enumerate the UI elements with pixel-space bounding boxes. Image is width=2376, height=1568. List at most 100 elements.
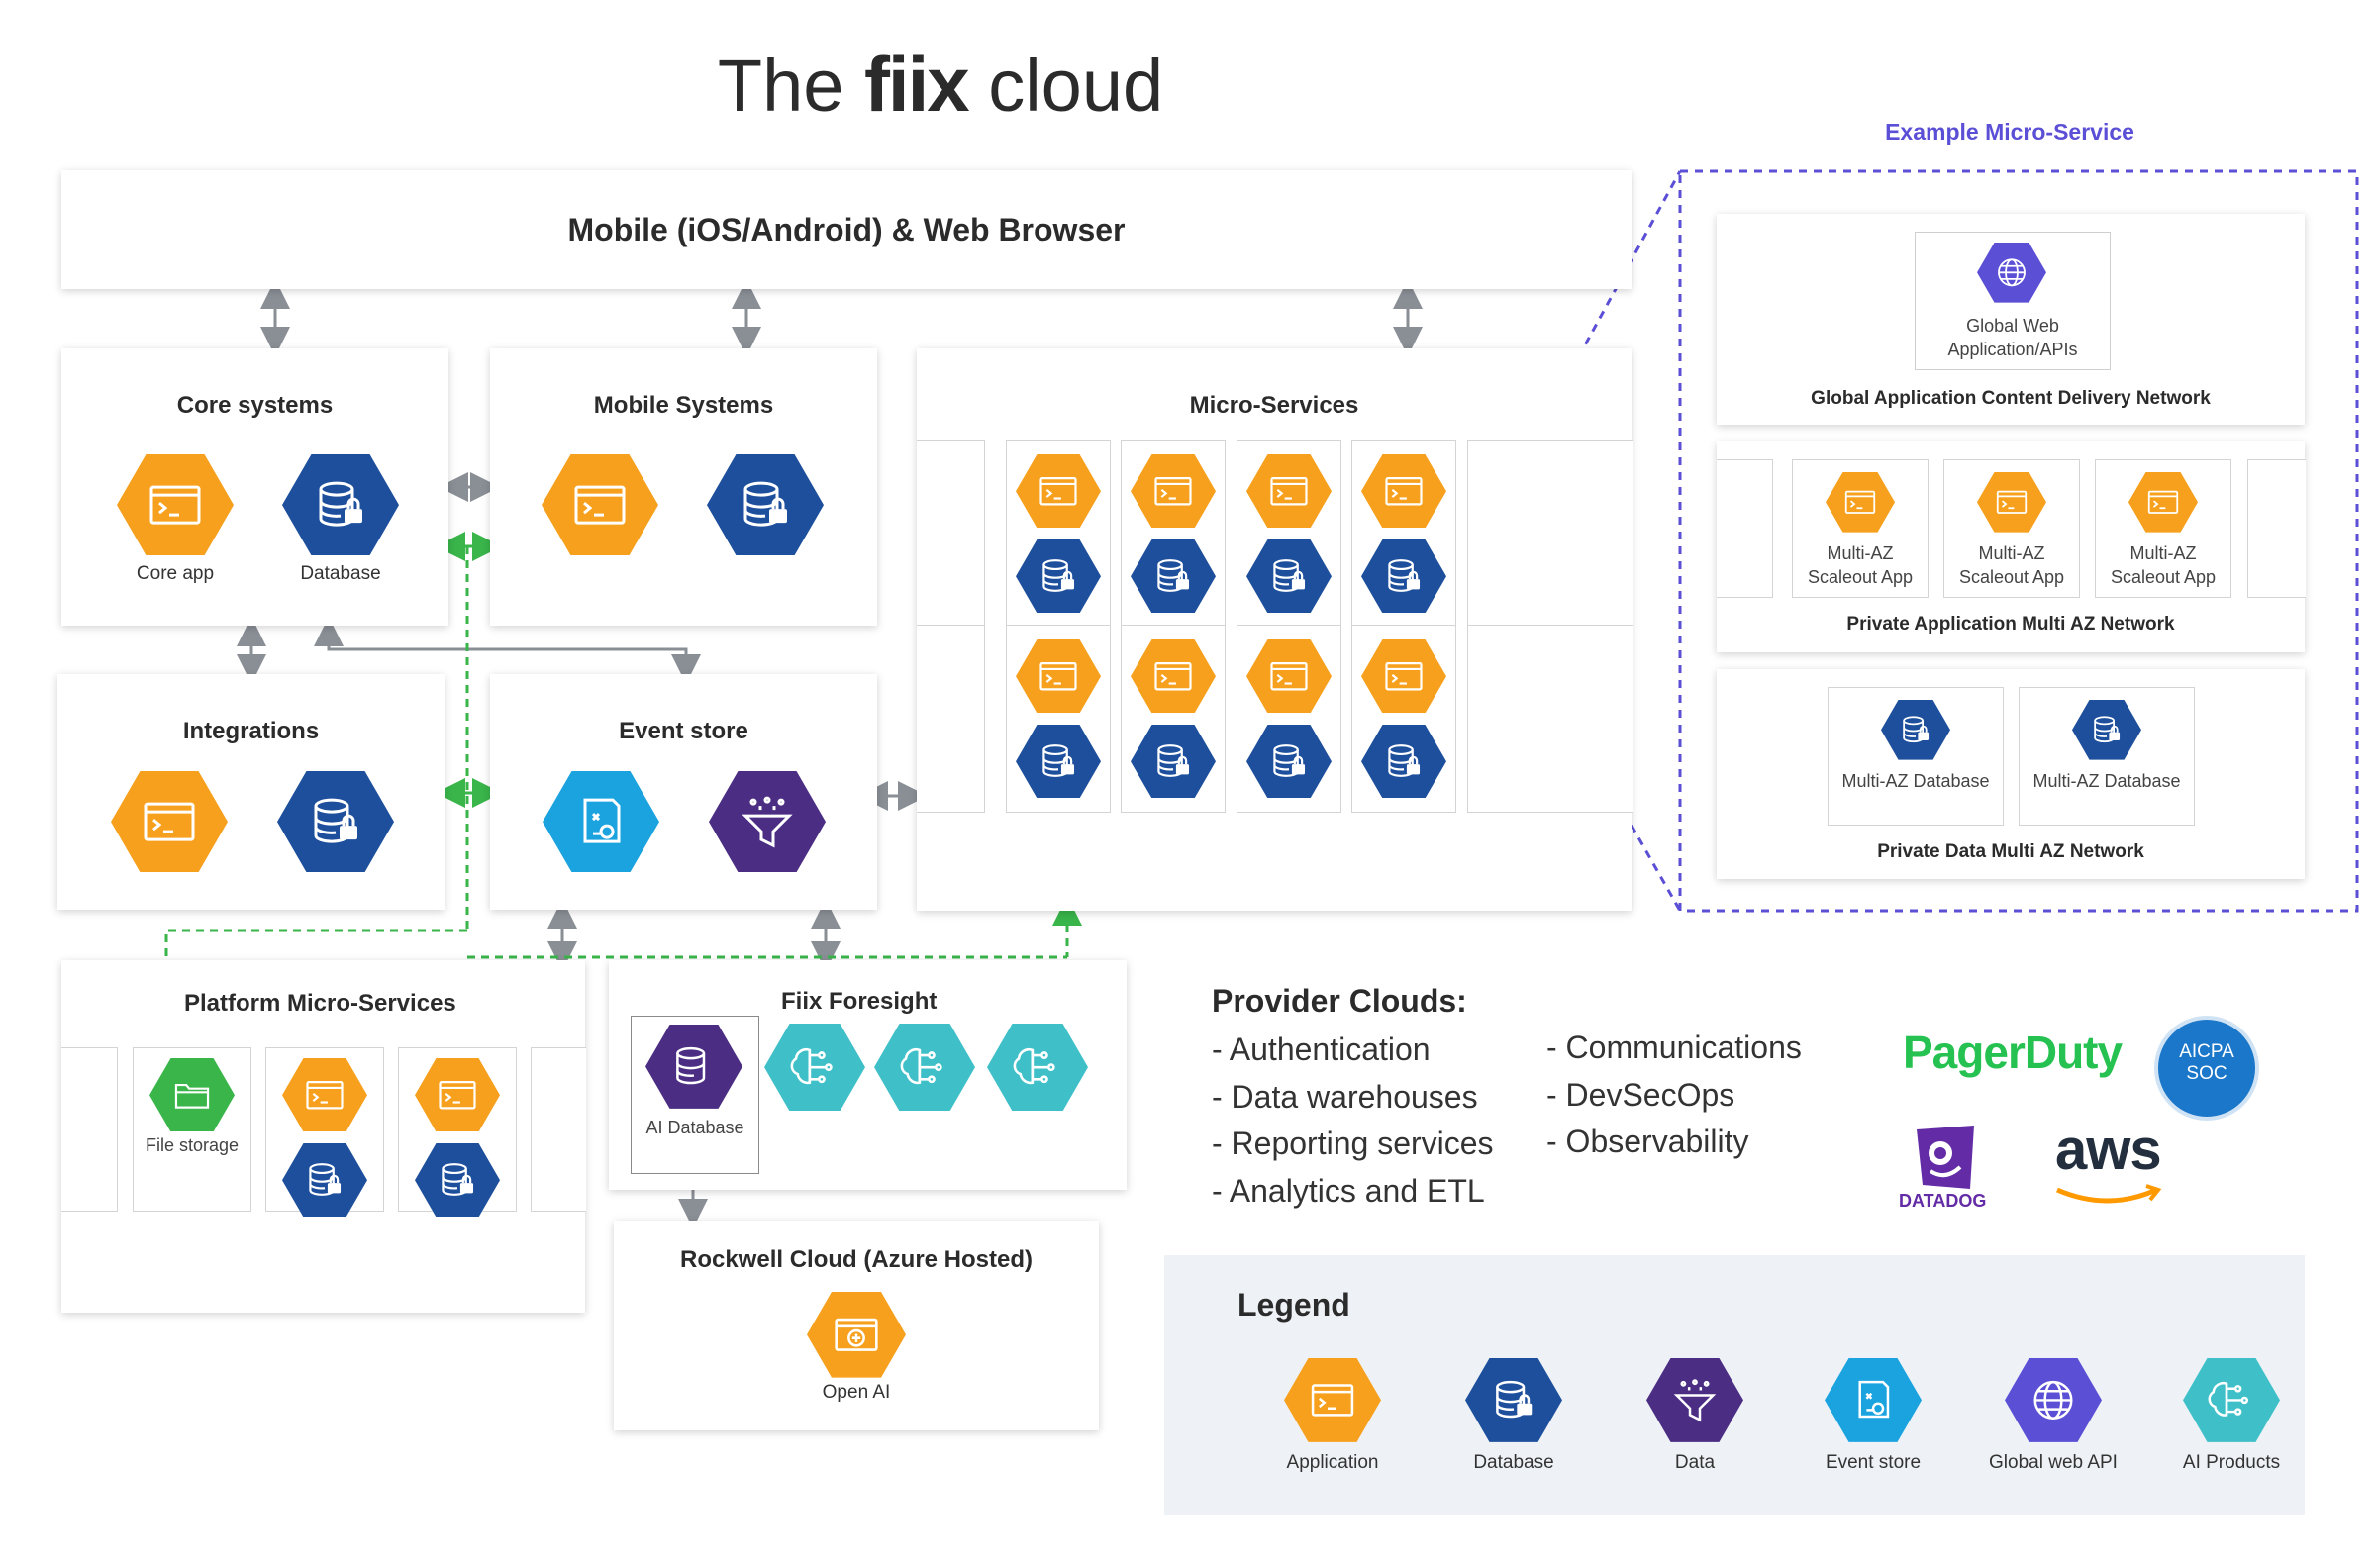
application-icon	[1284, 1358, 1381, 1442]
event-store-box: Event store	[490, 674, 877, 910]
database-icon	[1465, 1358, 1562, 1442]
multi-az-database-icon	[1881, 700, 1950, 760]
datadog-icon	[1917, 1126, 1974, 1189]
event-store-title: Event store	[619, 718, 748, 744]
private-app-title: Private Application Multi AZ Network	[1846, 614, 2175, 635]
micro-service-cell	[1351, 625, 1456, 813]
global-web-cell: Global Web Application/APIs	[1915, 232, 2111, 370]
scaleout-label: Multi-AZ Scaleout App	[1807, 543, 1914, 587]
integrations-app-icon	[111, 771, 228, 873]
scaleout-app-icon	[2128, 472, 2198, 533]
scaleout-cell: Multi-AZ Scaleout App	[1943, 459, 2080, 598]
scaleout-cell: Multi-AZ Scaleout App	[1792, 459, 1929, 598]
cdn-title: Global Application Content Delivery Netw…	[1811, 388, 2211, 409]
page-title: The fiix cloud	[717, 41, 1164, 128]
micro-service-cell	[1467, 625, 1633, 813]
rockwell-title: Rockwell Cloud (Azure Hosted)	[679, 1246, 1034, 1273]
core-database-icon	[282, 454, 399, 556]
integrations-title: Integrations	[182, 718, 320, 744]
aws-smile-icon	[2056, 1184, 2162, 1204]
platform-title: Platform Micro-Services	[184, 990, 456, 1017]
provider-clouds-title: Provider Clouds:	[1212, 983, 1467, 1019]
cdn-box: Global Web Application/APIs Global Appli…	[1717, 214, 2305, 425]
platform-database-icon	[415, 1143, 500, 1218]
micro-service-database-icon	[1131, 725, 1216, 799]
micro-service-database-icon	[1016, 725, 1101, 799]
micro-service-app-icon	[1016, 639, 1101, 714]
file-storage-label: File storage	[145, 1135, 240, 1155]
legend-label: Database	[1473, 1451, 1554, 1473]
aws-logo: aws	[2055, 1118, 2162, 1182]
platform-service-cell	[265, 1047, 384, 1218]
rockwell-cloud-box: Rockwell Cloud (Azure Hosted) Open AI	[614, 1221, 1099, 1430]
event-store-icon	[1825, 1358, 1922, 1442]
app-cell	[2247, 459, 2306, 598]
micro-service-database-icon	[1016, 539, 1101, 614]
ai-database-cell: AI Database	[631, 1016, 759, 1174]
open-ai-icon	[807, 1292, 906, 1378]
aicpa-soc-logo: AICPA SOC	[2154, 1016, 2259, 1121]
multi-az-database-icon	[2072, 700, 2141, 760]
legend-label: Application	[1286, 1451, 1379, 1473]
legend-title: Legend	[1238, 1287, 1350, 1323]
open-ai-label: Open AI	[822, 1382, 891, 1403]
micro-service-cell	[1121, 625, 1226, 813]
legend-item: Data	[1606, 1358, 1784, 1474]
provider-item: - DevSecOps	[1546, 1077, 1735, 1113]
datadog-label: DATADOG	[1899, 1191, 1987, 1211]
global-web-api-icon	[1977, 243, 2046, 303]
micro-service-cell	[1121, 440, 1226, 628]
multi-db-label: Multi-AZ Database	[2032, 771, 2181, 791]
provider-item: - Authentication	[1212, 1031, 1431, 1067]
multi-db-cell: Multi-AZ Database	[1828, 687, 2004, 826]
legend-label: AI Products	[2182, 1451, 2281, 1473]
fiix-foresight-box: Fiix Foresight AI Database	[609, 960, 1127, 1190]
legend-item: AI Products	[2142, 1358, 2321, 1474]
core-app-icon	[117, 454, 234, 556]
micro-service-app-icon	[1246, 639, 1332, 714]
platform-cell	[61, 1047, 118, 1212]
scaleout-app-icon	[1977, 472, 2046, 533]
ai-product-icon	[764, 1024, 865, 1112]
scaleout-label: Multi-AZ Scaleout App	[1958, 543, 2065, 587]
provider-item: - Analytics and ETL	[1212, 1173, 1485, 1209]
ai-product-icon	[987, 1024, 1088, 1112]
micro-service-app-icon	[1131, 454, 1216, 529]
multi-db-label: Multi-AZ Database	[1841, 771, 1990, 791]
platform-database-icon	[282, 1143, 367, 1218]
data-icon	[709, 771, 826, 873]
client-bar: Mobile (iOS/Android) & Web Browser	[61, 170, 1632, 289]
pagerduty-logo: PagerDuty	[1903, 1027, 2123, 1078]
micro-service-cell	[917, 625, 985, 813]
micro-service-database-icon	[1131, 539, 1216, 614]
legend-item: Database	[1425, 1358, 1603, 1474]
legend-item: Global web API	[1964, 1358, 2142, 1474]
micro-service-database-icon	[1361, 539, 1446, 614]
integrations-box: Integrations	[57, 674, 445, 910]
mobile-systems-box: Mobile Systems	[490, 348, 877, 626]
micro-service-app-icon	[1131, 639, 1216, 714]
platform-app-icon	[415, 1058, 500, 1132]
micro-service-app-icon	[1246, 454, 1332, 529]
data-icon	[1646, 1358, 1743, 1442]
micro-service-app-icon	[1361, 454, 1446, 529]
mobile-database-icon	[707, 454, 824, 556]
micro-service-app-icon	[1016, 454, 1101, 529]
micro-service-database-icon	[1361, 725, 1446, 799]
file-storage-icon	[149, 1058, 235, 1132]
legend-item: Event store	[1784, 1358, 1962, 1474]
micro-service-cell	[1006, 625, 1111, 813]
file-storage-cell: File storage	[133, 1047, 251, 1212]
micro-service-cell	[1237, 440, 1341, 628]
micro-service-cell	[917, 440, 985, 628]
mobile-systems-title: Mobile Systems	[593, 392, 774, 419]
global-web-label: Global Web Application/APIs	[1947, 316, 2078, 359]
micro-service-database-icon	[1246, 725, 1332, 799]
micro-service-cell	[1467, 440, 1633, 628]
event-store-icon	[543, 771, 659, 873]
platform-micro-services-box: Platform Micro-Services File storage	[61, 960, 586, 1313]
platform-service-cell	[398, 1047, 517, 1218]
scaleout-app-icon	[1826, 472, 1895, 533]
core-app-label: Core app	[136, 563, 215, 584]
